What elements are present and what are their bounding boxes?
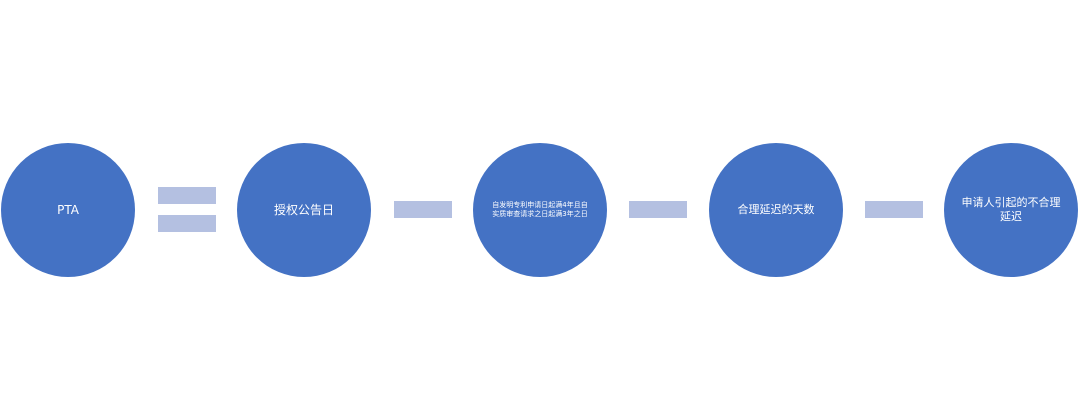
equals-sign-bottom-bar	[158, 215, 216, 232]
node-grant-announcement-date-label: 授权公告日	[273, 202, 334, 217]
minus-sign-1	[394, 201, 452, 218]
node-filing-date-condition: 自发明专利申请日起满4年且自实质审查请求之日起满3年之日	[473, 143, 607, 277]
node-pta-label: PTA	[57, 202, 79, 217]
node-applicant-unreasonable-delay-label: 申请人引起的不合理延迟	[961, 196, 1061, 223]
minus-sign-2	[629, 201, 687, 218]
node-applicant-unreasonable-delay: 申请人引起的不合理延迟	[944, 143, 1078, 277]
node-reasonable-delay-days-label: 合理延迟的天数	[737, 203, 815, 217]
node-filing-date-condition-label: 自发明专利申请日起满4年且自实质审查请求之日起满3年之日	[492, 201, 588, 218]
minus-sign-3	[865, 201, 923, 218]
node-grant-announcement-date: 授权公告日	[237, 143, 371, 277]
node-reasonable-delay-days: 合理延迟的天数	[709, 143, 843, 277]
equals-sign-top-bar	[158, 187, 216, 204]
node-pta: PTA	[1, 143, 135, 277]
